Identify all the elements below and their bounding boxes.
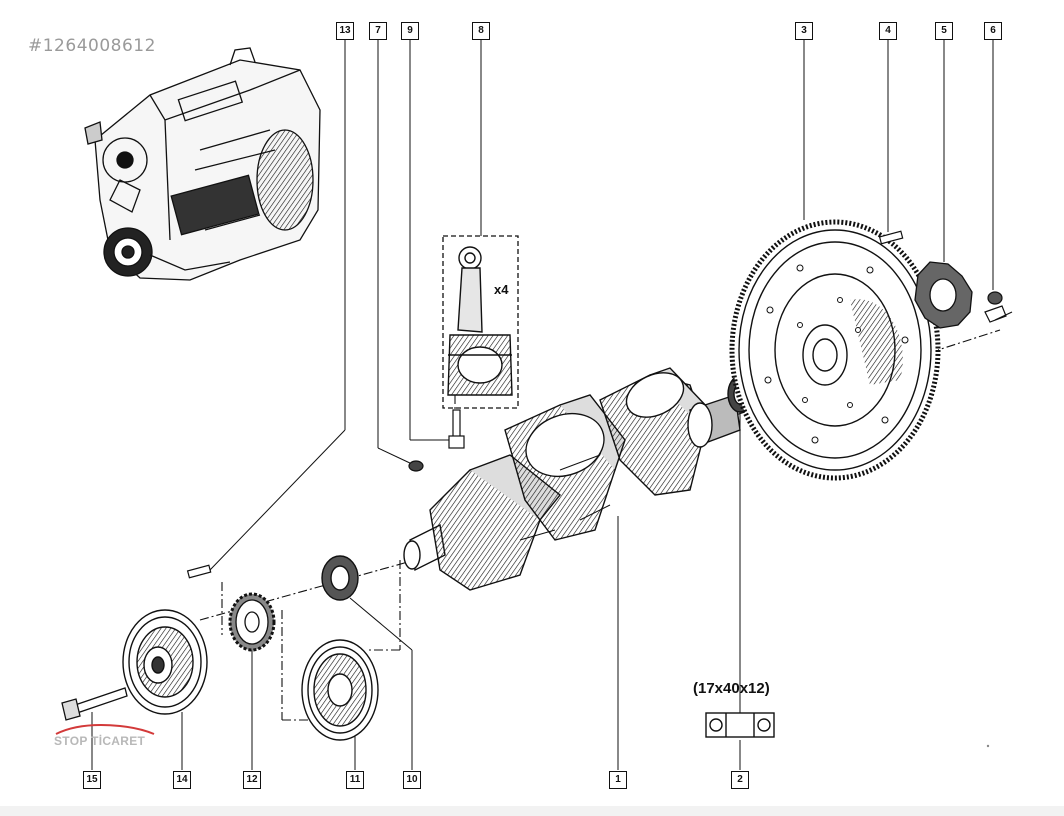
callout-3: 3 [795,22,813,40]
callout-4: 4 [879,22,897,40]
callout-15: 15 [83,771,101,789]
bearing-section-symbol [705,712,775,738]
callout-13: 13 [336,22,354,40]
callout-5: 5 [935,22,953,40]
brand-logo: STOP TİCARET [50,722,160,760]
damper-pulley [122,609,208,715]
callout-12: 12 [243,771,261,789]
oil-seal [321,555,359,601]
crankshaft [403,367,741,591]
timing-gear [228,592,276,652]
bottom-strip [0,806,1064,816]
leader-lines [91,40,994,770]
callout-7: 7 [369,22,387,40]
callout-9: 9 [401,22,419,40]
connecting-rod-group [442,235,519,409]
bolt-15 [61,687,128,721]
callout-6: 6 [984,22,1002,40]
watermark-id: #1264008612 [28,36,156,56]
dowel-4 [878,230,904,245]
retaining-plate [914,261,973,329]
engine-thumbnail [84,47,321,281]
stray-dot [986,744,990,748]
callout-11: 11 [346,771,364,789]
brand-logo-text: STOP TİCARET [54,734,146,748]
callout-1: 1 [609,771,627,789]
callout-14: 14 [173,771,191,789]
pulley-11 [301,639,379,741]
connecting-rod [447,246,513,396]
logo-swoosh-icon [55,724,155,735]
pin-13 [186,564,212,579]
flywheel-bolt [984,291,1013,323]
callout-10: 10 [403,771,421,789]
connecting-rod-quantity: x4 [494,282,509,297]
flywheel [729,219,941,481]
bolt-9 [448,409,465,449]
callout-2: 2 [731,771,749,789]
nut-7 [408,460,424,472]
callout-8: 8 [472,22,490,40]
bearing-dimension: (17x40x12) [693,680,770,697]
